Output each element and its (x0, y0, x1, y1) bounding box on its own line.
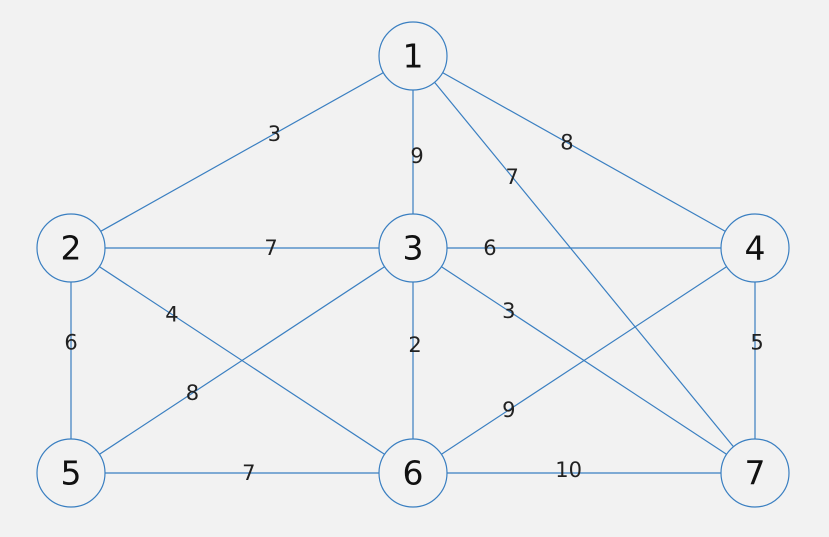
edge-labels-layer: 3 9 8 7 7 6 4 6 8 2 3 9 5 7 10 (64, 122, 763, 485)
node-3: 3 (378, 213, 448, 283)
edge-1-4 (412, 55, 756, 249)
edge-weight-4-7: 5 (750, 331, 763, 355)
edge-weight-2-3: 7 (264, 236, 277, 260)
edge-weight-4-6: 9 (502, 398, 515, 422)
edges-layer (70, 55, 756, 474)
node-label-2: 2 (61, 229, 82, 268)
node-circle-5 (36, 438, 106, 508)
node-2: 2 (36, 213, 106, 283)
node-5: 5 (36, 438, 106, 508)
node-label-5: 5 (61, 454, 82, 493)
node-circle-6 (378, 438, 448, 508)
node-circle-2 (36, 213, 106, 283)
edge-weight-1-3: 9 (410, 144, 423, 168)
node-label-7: 7 (745, 454, 766, 493)
edge-weight-3-7: 3 (502, 299, 515, 323)
node-circle-7 (720, 438, 790, 508)
edge-3-5 (70, 247, 414, 474)
edge-weight-1-4: 8 (560, 130, 573, 154)
node-label-4: 4 (745, 229, 766, 268)
node-label-1: 1 (403, 37, 424, 76)
node-circle-3 (378, 213, 448, 283)
edge-weight-3-4: 6 (483, 236, 496, 260)
node-circle-4 (720, 213, 790, 283)
edge-weight-1-2: 3 (268, 122, 281, 146)
node-4: 4 (720, 213, 790, 283)
edge-1-2 (70, 55, 414, 249)
edge-weight-3-6: 2 (408, 333, 421, 357)
nodes-layer: 1 2 3 4 5 6 7 (36, 21, 790, 508)
node-6: 6 (378, 438, 448, 508)
edge-1-7 (412, 55, 756, 474)
node-label-6: 6 (403, 454, 424, 493)
edge-4-6 (412, 247, 756, 474)
edge-weight-2-6: 4 (165, 302, 178, 326)
edge-weight-2-5: 6 (64, 331, 77, 355)
edge-weight-5-6: 7 (242, 461, 255, 485)
node-1: 1 (378, 21, 448, 91)
node-circle-1 (378, 21, 448, 91)
edge-weight-1-7: 7 (505, 165, 518, 189)
edge-weight-6-7: 10 (555, 458, 582, 482)
edge-weight-3-5: 8 (186, 381, 199, 405)
node-7: 7 (720, 438, 790, 508)
node-label-3: 3 (403, 229, 424, 268)
